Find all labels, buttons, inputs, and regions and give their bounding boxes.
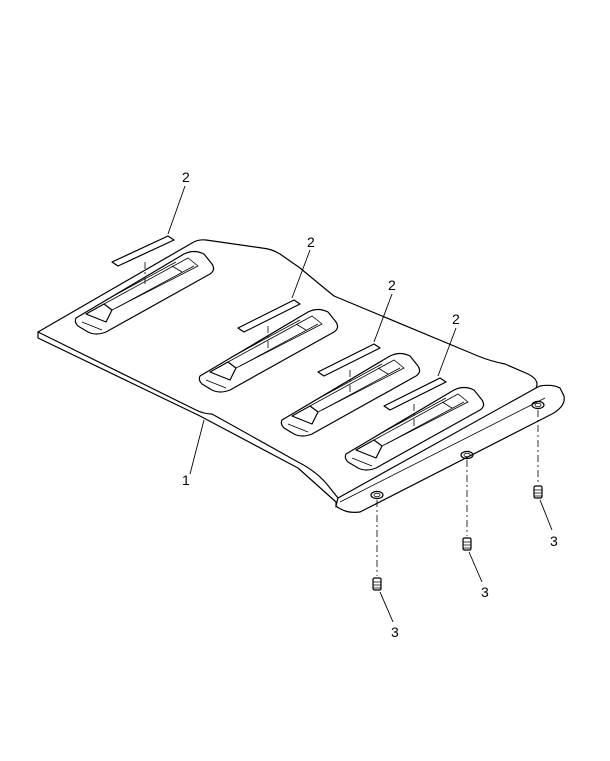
leader-lines bbox=[167, 185, 553, 623]
callout-pad-4: 2 bbox=[452, 311, 460, 327]
callout-plate: 1 bbox=[182, 472, 190, 488]
mount-hole-center bbox=[460, 450, 474, 460]
raised-pad-1 bbox=[74, 250, 215, 335]
adhesive-strip-4 bbox=[383, 377, 447, 428]
raised-pad-3 bbox=[280, 352, 421, 437]
adhesive-strip-2 bbox=[237, 299, 301, 350]
callout-fastener-1: 3 bbox=[391, 624, 399, 640]
raised-pad-2 bbox=[198, 308, 339, 393]
callout-pad-3: 2 bbox=[388, 277, 396, 293]
mount-hole-right bbox=[531, 400, 545, 410]
adhesive-strip-1 bbox=[111, 235, 175, 284]
callout-pad-1: 2 bbox=[182, 169, 190, 185]
mount-hole-left bbox=[370, 490, 384, 500]
callout-pad-2: 2 bbox=[307, 234, 315, 250]
fastener-left bbox=[372, 500, 382, 591]
callout-fastener-2: 3 bbox=[481, 584, 489, 600]
fastener-right bbox=[533, 410, 543, 499]
raised-pad-4 bbox=[344, 386, 485, 471]
adhesive-strip-3 bbox=[317, 343, 381, 394]
base-plate bbox=[37, 239, 538, 508]
fastener-center bbox=[462, 460, 472, 551]
callout-fastener-3: 3 bbox=[550, 533, 558, 549]
front-bracket bbox=[335, 384, 565, 513]
